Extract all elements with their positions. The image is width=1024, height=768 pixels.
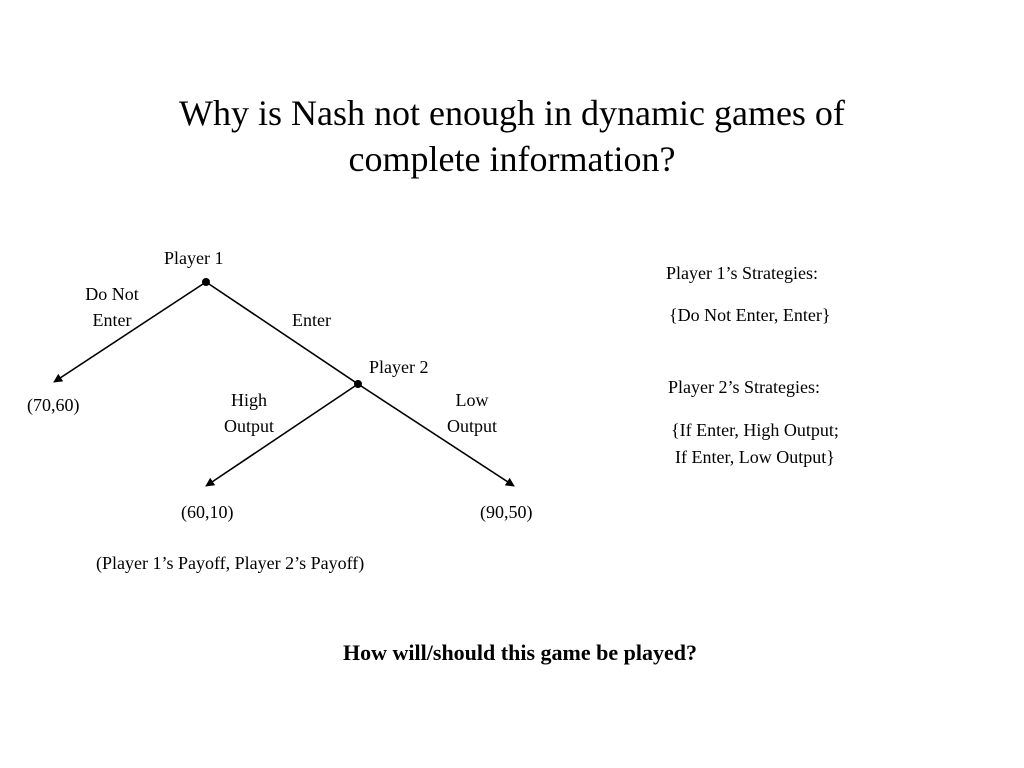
payoff-do-not-enter: (70,60): [27, 395, 80, 415]
slide-title-line-1: Why is Nash not enough in dynamic games …: [179, 93, 845, 133]
branch-label-do-not-enter-line-1: Do Not: [85, 284, 139, 304]
edge-do-not-enter: [53, 281, 207, 383]
player-2-label: Player 2: [369, 357, 429, 377]
player-1-strategies-heading: Player 1’s Strategies:: [666, 263, 818, 283]
branch-label-low-output: Low Output: [434, 387, 510, 439]
branch-label-enter: Enter: [292, 310, 331, 330]
branch-label-high-output-line-1: High: [231, 390, 267, 410]
branch-label-high-output: High Output: [211, 387, 287, 439]
edge-high-output: [205, 383, 359, 487]
payoff-legend: (Player 1’s Payoff, Player 2’s Payoff): [96, 553, 365, 573]
player-1-strategies-set: {Do Not Enter, Enter}: [669, 305, 831, 325]
node-player-1: [202, 278, 210, 286]
branch-label-high-output-line-2: Output: [223, 416, 274, 436]
branch-label-do-not-enter-line-2: Enter: [92, 310, 132, 330]
player-1-label: Player 1: [164, 248, 224, 268]
edge-enter: [205, 281, 359, 385]
slide-title-line-2: complete information?: [348, 139, 676, 179]
slide-title: Why is Nash not enough in dynamic games …: [0, 90, 1024, 182]
player-2-strategies-heading: Player 2’s Strategies:: [668, 377, 820, 397]
edge-low-output: [357, 383, 515, 487]
node-player-2: [354, 380, 362, 388]
slide-question: How will/should this game be played?: [343, 640, 697, 665]
branch-label-low-output-line-2: Output: [446, 416, 497, 436]
branch-label-low-output-line-1: Low: [455, 390, 489, 410]
player-2-strategies-set-line-1: {If Enter, High Output;: [671, 420, 839, 440]
payoff-high-output: (60,10): [181, 502, 234, 522]
player-2-strategies-set: {If Enter, High Output; If Enter, Low Ou…: [671, 417, 839, 471]
player-2-strategies-set-line-2: If Enter, Low Output}: [675, 447, 835, 467]
branch-label-do-not-enter: Do Not Enter: [74, 281, 150, 333]
payoff-low-output: (90,50): [480, 502, 533, 522]
